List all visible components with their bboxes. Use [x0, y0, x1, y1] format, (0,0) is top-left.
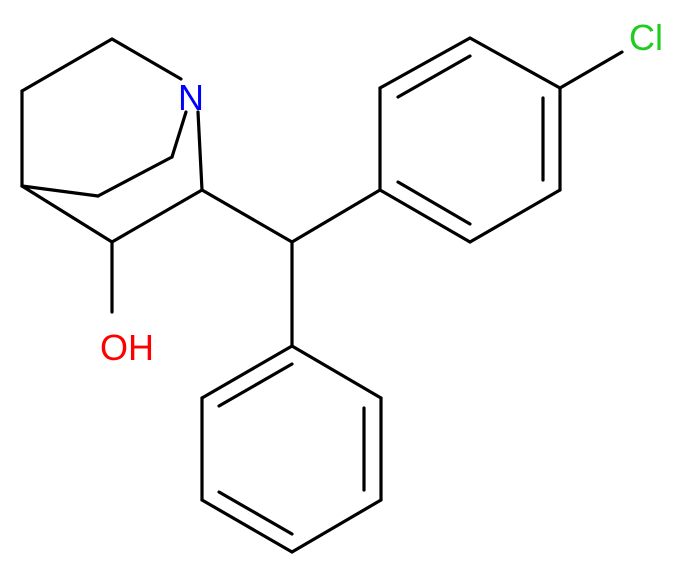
ring-a-bond-6 — [378, 188, 472, 244]
bond-c-inner-n — [170, 110, 188, 159]
ring-b-bond-3 — [200, 498, 294, 554]
bond-c-mid-c-inner — [96, 155, 174, 198]
ring-a-double-1 — [396, 54, 472, 99]
bond-c2-ch — [200, 188, 294, 244]
bond-ch-chlorophenyl — [290, 188, 382, 244]
ring-b-double-2 — [217, 490, 294, 536]
ring-a-bond-5 — [468, 188, 562, 244]
atom-label-oh: OH — [100, 327, 154, 368]
quinuclidine-cage-bonds — [20, 37, 204, 314]
ring-b-double-1 — [217, 362, 294, 408]
bond-ring-cl — [558, 50, 624, 90]
atom-label-n: N — [178, 77, 204, 118]
ring-b-bond-1 — [200, 344, 294, 400]
phenyl-ring-bonds — [200, 344, 383, 554]
ring-a-double-3 — [396, 180, 472, 226]
bond-n-c2 — [196, 110, 204, 192]
ring-b-bond-6 — [290, 344, 383, 400]
bond-c3-c2 — [110, 188, 204, 244]
ring-a-bond-3 — [468, 36, 562, 90]
bond-bridgehead-c3 — [20, 184, 114, 244]
ring-b-bond-4 — [290, 498, 383, 554]
bond-bridgehead-c-mid — [20, 184, 100, 198]
bond-n-c-top-left — [110, 37, 183, 81]
bond-c-top-left-c-left — [20, 37, 114, 93]
atom-label-cl: Cl — [629, 17, 663, 58]
ring-a-bond-2 — [378, 36, 472, 90]
chlorophenyl-ring-bonds — [378, 36, 624, 244]
